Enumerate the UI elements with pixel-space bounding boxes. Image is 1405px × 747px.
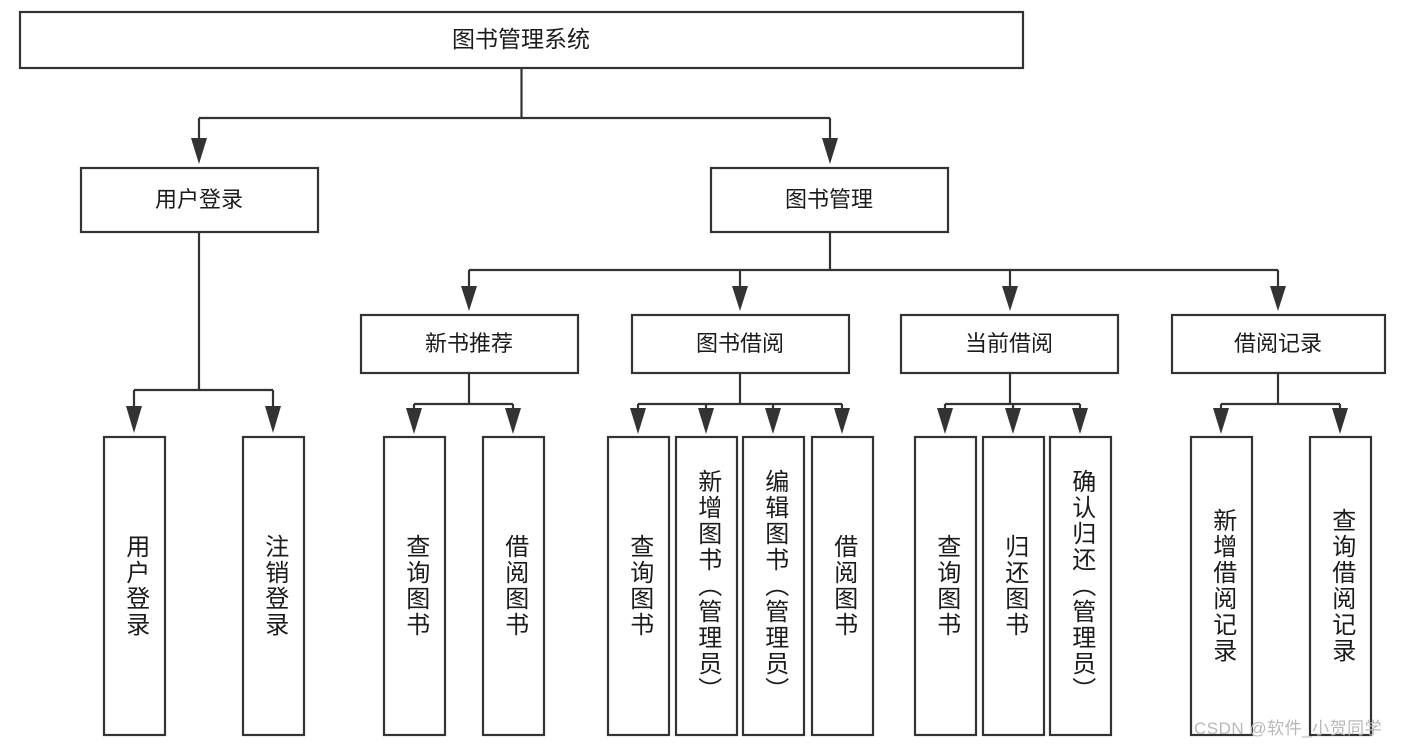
arrow-head-current-borrow [1002, 286, 1018, 311]
node-borrow-record[interactable]: 借阅记录 [1170, 313, 1387, 375]
node-current-borrow-box[interactable] [899, 313, 1120, 375]
connector-group-root [191, 68, 838, 164]
arrow-head-new-book-recommend [461, 286, 477, 311]
node-borrow-record-label: 借阅记录 [1234, 331, 1322, 356]
node-new-book-recommend[interactable]: 新书推荐 [359, 313, 580, 375]
arrow-head-leaf-return-book [1005, 408, 1021, 434]
node-book-management[interactable]: 图书管理 [709, 166, 950, 234]
leaf-boxes [102, 435, 1373, 737]
node-book-management-label: 图书管理 [785, 187, 873, 212]
arrow-head-leaf-query-book-3 [937, 408, 953, 434]
node-book-borrow[interactable]: 图书借阅 [630, 313, 851, 375]
leaf-box-logout-login[interactable] [241, 435, 306, 737]
node-borrow-record-box[interactable] [1170, 313, 1387, 375]
leaf-box-add-book[interactable] [674, 435, 739, 737]
leaf-box-borrow-book-1[interactable] [481, 435, 546, 737]
arrow-head-book-borrow [732, 286, 748, 311]
connector-group-borrow-record [1213, 373, 1348, 434]
arrow-head-leaf-logout-login [265, 406, 281, 433]
leaf-box-query-record[interactable] [1308, 435, 1373, 737]
csdn-watermark: CSDN @软件_小贺同学 [1194, 719, 1383, 738]
arrow-head-leaf-borrow-book-1 [505, 408, 521, 434]
arrow-head-leaf-add-book [698, 408, 714, 434]
leaf-box-query-book-1[interactable] [382, 435, 447, 737]
connector-group-user-login [126, 232, 281, 433]
node-book-borrow-label: 图书借阅 [696, 331, 784, 356]
arrow-head-leaf-user-login [126, 406, 142, 433]
node-root[interactable]: 图书管理系统 [18, 10, 1025, 70]
leaf-box-borrow-book-2[interactable] [810, 435, 875, 737]
leaf-box-confirm-return[interactable] [1048, 435, 1113, 737]
leaf-box-query-book-3[interactable] [913, 435, 978, 737]
connector-group-book-borrow [630, 373, 850, 434]
node-user-login[interactable]: 用户登录 [79, 166, 320, 234]
node-current-borrow[interactable]: 当前借阅 [899, 313, 1120, 375]
arrow-head-leaf-query-book-2 [630, 408, 646, 434]
arrow-head-borrow-record [1270, 286, 1286, 311]
node-user-login-box[interactable] [79, 166, 320, 234]
arrow-head-book-management [822, 138, 838, 164]
leaf-box-add-record[interactable] [1189, 435, 1254, 737]
arrow-head-leaf-add-record [1213, 408, 1229, 434]
node-new-book-recommend-label: 新书推荐 [425, 331, 513, 356]
arrow-head-leaf-borrow-book-2 [834, 408, 850, 434]
arrow-head-leaf-confirm-return [1072, 408, 1088, 434]
arrow-head-leaf-query-book-1 [406, 408, 422, 434]
connector-group-new-book-recommend [406, 373, 521, 434]
node-book-management-box[interactable] [709, 166, 950, 234]
node-root-box[interactable] [18, 10, 1025, 70]
leaf-box-query-book-2[interactable] [606, 435, 671, 737]
node-user-login-label: 用户登录 [155, 187, 243, 212]
node-root-label: 图书管理系统 [452, 26, 590, 52]
node-book-borrow-box[interactable] [630, 313, 851, 375]
arrow-head-leaf-edit-book [765, 408, 781, 434]
arrow-head-leaf-query-record [1332, 408, 1348, 434]
leaf-box-edit-book[interactable] [741, 435, 806, 737]
leaf-box-user-login[interactable] [102, 435, 167, 737]
leaf-box-return-book[interactable] [981, 435, 1046, 737]
connector-group-current-borrow [937, 373, 1088, 434]
connector-group-book-management [461, 232, 1286, 311]
node-current-borrow-label: 当前借阅 [965, 331, 1053, 356]
arrow-head-user-login [191, 138, 207, 164]
node-new-book-recommend-box[interactable] [359, 313, 580, 375]
